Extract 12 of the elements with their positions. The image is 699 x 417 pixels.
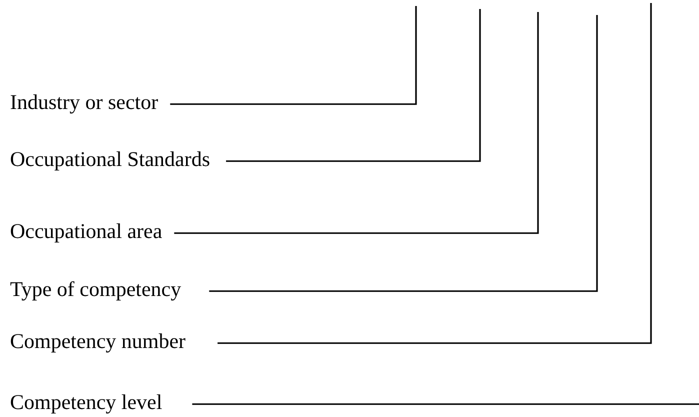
- part-label: Type of competency: [10, 276, 182, 302]
- leader-line: [174, 12, 539, 234]
- leader-line: [192, 403, 699, 405]
- leader-line: [170, 6, 417, 105]
- part-label: Competency level: [10, 389, 162, 416]
- leader-line: [218, 3, 652, 344]
- part-label: Occupational area: [10, 218, 162, 244]
- part-label: Competency number: [10, 328, 186, 354]
- leader-line: [209, 15, 598, 292]
- leader-line: [226, 9, 481, 162]
- part-label: Industry or sector: [10, 89, 158, 116]
- part-label: Occupational Standards: [10, 146, 210, 172]
